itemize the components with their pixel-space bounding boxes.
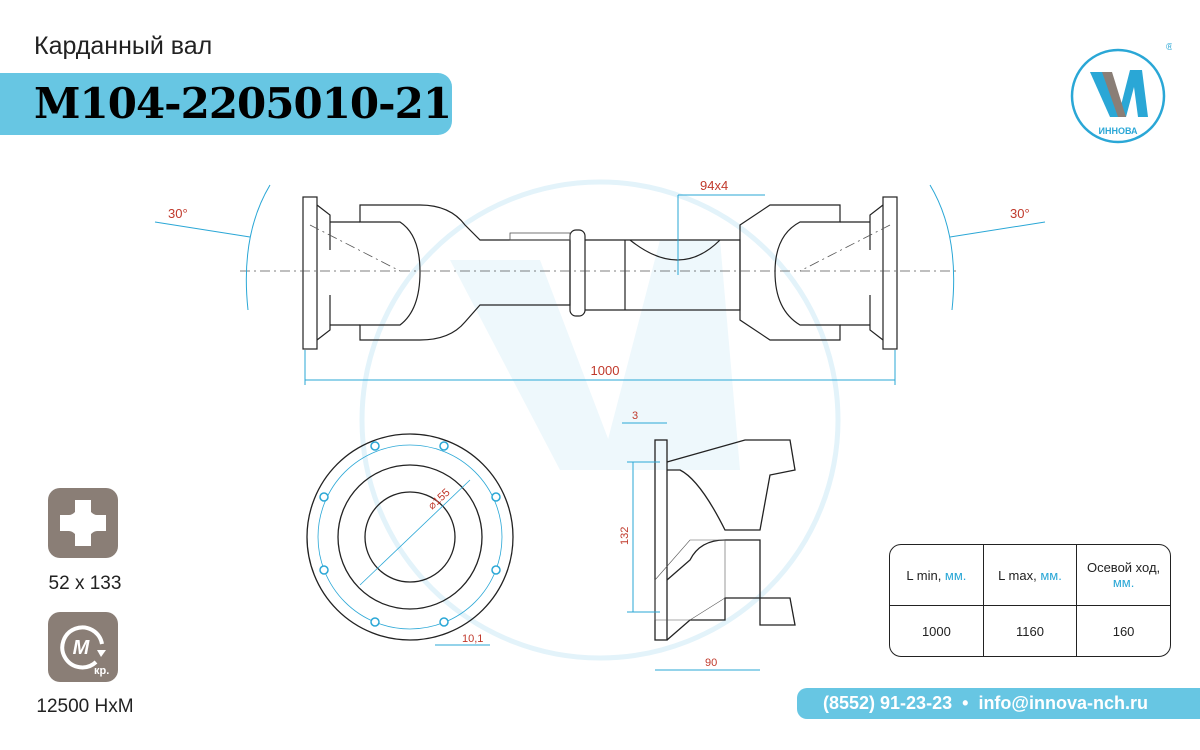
- svg-text:132: 132: [619, 527, 631, 545]
- innova-logo: ИННОВА ®: [1070, 42, 1172, 144]
- cross-size: 52 x 133: [48, 573, 122, 594]
- product-type: Карданный вал: [34, 32, 213, 60]
- svg-text:90: 90: [705, 657, 717, 669]
- svg-text:кр.: кр.: [94, 665, 109, 677]
- contact-bar: (8552) 91-23-23 • info@innova-nch.ru: [797, 688, 1200, 719]
- svg-text:⌀155: ⌀155: [426, 487, 453, 513]
- title-bar: M104-2205010-21: [0, 73, 452, 135]
- value-lmin: 1000: [890, 605, 984, 656]
- header-axial: Осевой ход, мм.: [1076, 545, 1170, 606]
- svg-text:1000: 1000: [591, 363, 620, 378]
- torque-icon: M кр.: [48, 612, 118, 682]
- value-lmax: 1160: [982, 605, 1078, 656]
- svg-text:94x4: 94x4: [700, 178, 728, 193]
- torque-value: 12500 НхМ: [36, 696, 134, 717]
- spec-table: L min, мм. L max, мм. Осевой ход, мм. 10…: [889, 544, 1171, 657]
- header-lmax: L max, мм.: [982, 545, 1078, 606]
- svg-text:30°: 30°: [1010, 206, 1030, 221]
- value-axial: 160: [1076, 605, 1170, 656]
- svg-text:10,1: 10,1: [462, 633, 483, 645]
- email[interactable]: info@innova-nch.ru: [978, 693, 1148, 713]
- svg-text:M: M: [73, 637, 91, 659]
- cross-icon: [48, 488, 118, 558]
- svg-text:3: 3: [632, 410, 638, 422]
- phone[interactable]: (8552) 91-23-23: [823, 693, 953, 713]
- svg-text:30°: 30°: [168, 206, 188, 221]
- part-number: M104-2205010-21: [34, 79, 452, 128]
- svg-text:®: ®: [1166, 42, 1172, 53]
- logo-text: ИННОВА: [1098, 126, 1138, 136]
- header-lmin: L min, мм.: [890, 545, 984, 606]
